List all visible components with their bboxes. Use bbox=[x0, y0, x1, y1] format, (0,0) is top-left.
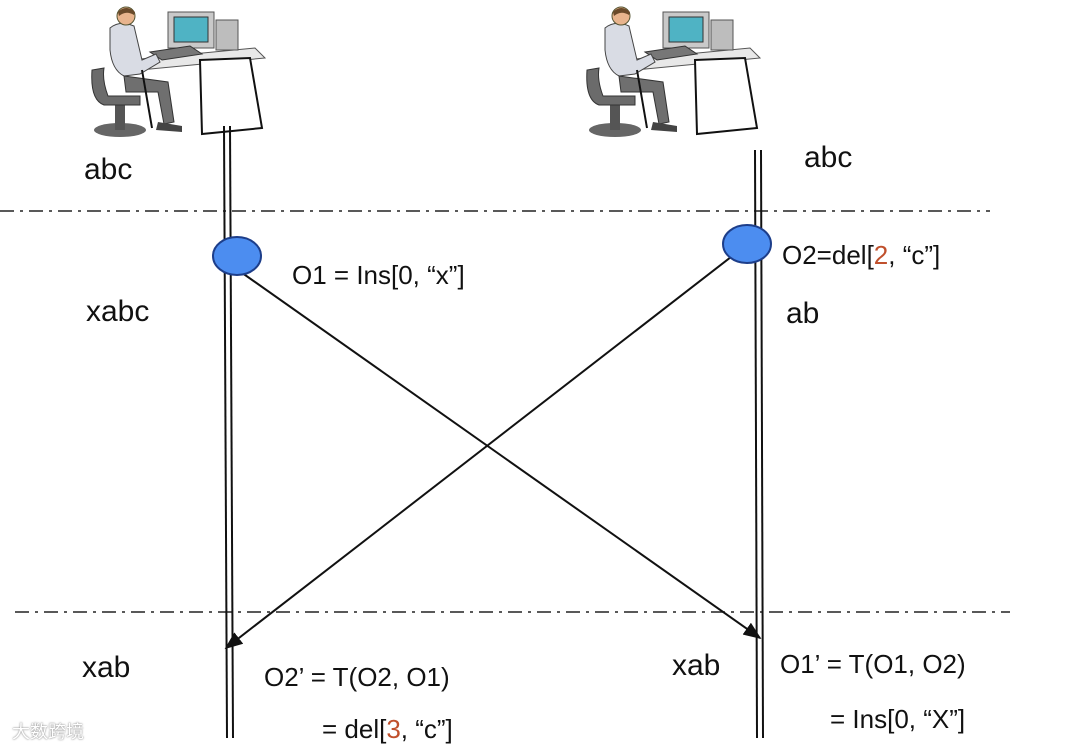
left-state-after-o1: xabc bbox=[86, 295, 150, 328]
o1-transform-label: O1’ = T(O1, O2) bbox=[780, 649, 966, 679]
right-state-after-o2: ab bbox=[786, 297, 820, 330]
left-user-icon bbox=[90, 6, 266, 138]
right-final-state: xab bbox=[672, 649, 721, 682]
o2-message-arrow bbox=[224, 249, 741, 650]
o1-operation-label: O1 = Ins[0, “x”] bbox=[292, 260, 465, 290]
o2-operation-label: O2=del[2, “c”] bbox=[782, 240, 941, 270]
o1-event-marker bbox=[212, 236, 262, 276]
right-user-icon bbox=[585, 6, 761, 138]
o2-event-marker bbox=[722, 224, 772, 264]
right-initial-state: abc bbox=[804, 141, 853, 174]
o2-transform-label: O2’ = T(O2, O1) bbox=[264, 662, 450, 692]
left-final-state: xab bbox=[82, 651, 131, 684]
o2-transformed-index: 3 bbox=[386, 714, 401, 744]
left-initial-state: abc bbox=[84, 153, 133, 186]
o1-message-arrow bbox=[237, 269, 762, 640]
o1-transformed-result: = Ins[0, “X”] bbox=[830, 704, 966, 734]
o2-index: 2 bbox=[873, 240, 889, 270]
o2-transformed-result: = del[3, “c”] bbox=[322, 714, 453, 744]
watermark-logo: 大数跨境 bbox=[12, 722, 84, 743]
